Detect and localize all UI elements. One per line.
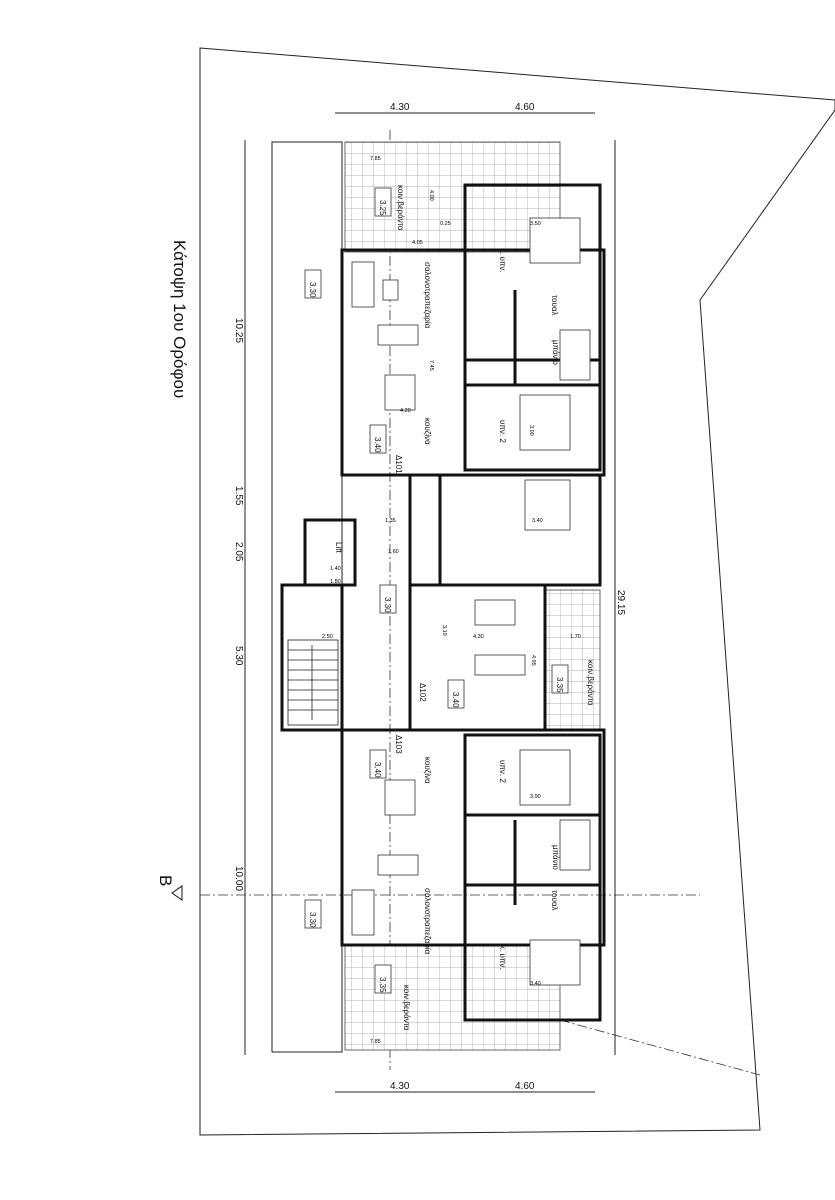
level-markers: 3.25 3.30 3.40 3.30 3.40 3.35 3.40 3.30 … [304, 187, 569, 994]
veranda-lower [344, 944, 561, 1051]
svg-text:7.85: 7.85 [370, 1039, 381, 1045]
label-upper-bathroom: μπάνιο [551, 340, 560, 365]
svg-text:1.60: 1.60 [388, 549, 399, 555]
label-lower-veranda: κοιν.βεράντα [402, 985, 411, 1031]
room-labels: κοιν.βεράντα σαλονοτραπεζαρία κ. υπν. το… [334, 185, 595, 1031]
svg-text:7.85: 7.85 [370, 156, 381, 162]
svg-text:4.20: 4.20 [400, 408, 411, 414]
walls [280, 183, 606, 1022]
dim-left-4: 5.30 [233, 646, 244, 666]
svg-text:3.30: 3.30 [308, 912, 317, 928]
label-lower-living: σαλονοτραπεζαρία [423, 888, 432, 955]
label-upper-wc: τουαλ [550, 295, 559, 316]
svg-text:3.30: 3.30 [383, 597, 392, 613]
level-marker: 3.25 [374, 187, 392, 217]
level-marker: 3.30 [304, 269, 322, 299]
svg-text:2.50: 2.50 [322, 634, 333, 640]
label-lower-wc: τουαλ [550, 890, 559, 911]
dim-right-total: 29.15 [615, 590, 626, 615]
dim-left-1: 10.25 [233, 318, 244, 343]
dim-bottom-2: 4.60 [515, 1081, 535, 1092]
veranda-middle [544, 589, 601, 731]
svg-text:3.00: 3.00 [528, 425, 534, 436]
label-upper-master-bedroom: κ. υπν. [498, 248, 507, 273]
plot-boundary [199, 47, 835, 1136]
inner-dimensions: 7.85 4.00 4.05 0.25 3.50 7.45 4.20 3.00 … [322, 156, 581, 1045]
svg-text:3.10: 3.10 [441, 625, 447, 636]
label-upper-kitchen: κουζίνα [423, 418, 432, 445]
dim-left-3: 2.05 [233, 542, 244, 562]
level-marker: 3.35 [374, 964, 392, 994]
level-marker: 3.30 [379, 584, 397, 614]
label-upper-living: σαλονοτραπεζαρία [423, 262, 432, 329]
svg-text:1.40: 1.40 [330, 566, 341, 572]
svg-text:0.25: 0.25 [440, 221, 451, 227]
dim-top-2: 4.60 [515, 102, 535, 113]
staircase [287, 639, 339, 726]
level-marker: 3.40 [369, 749, 387, 779]
label-door-d103: Δ103 [394, 735, 403, 754]
dim-left-2: 1.55 [233, 486, 244, 506]
level-marker: 3.35 [551, 664, 569, 694]
svg-text:3.35: 3.35 [555, 677, 564, 693]
svg-text:4.95: 4.95 [530, 655, 536, 666]
svg-text:3.25: 3.25 [378, 200, 387, 216]
svg-text:3.30: 3.30 [308, 282, 317, 298]
boundary-line [559, 1019, 761, 1076]
label-lift: Lift [334, 542, 343, 553]
svg-text:3.40: 3.40 [530, 981, 541, 987]
plan-title: Κάτοψη 1ου Ορόφου [170, 240, 189, 398]
label-lower-master-bedroom: κ. υπν. [498, 945, 507, 970]
svg-text:3.90: 3.90 [530, 794, 541, 800]
dimension-lines [244, 112, 616, 1093]
svg-text:3.40: 3.40 [373, 762, 382, 778]
label-door-d102: Δ102 [418, 683, 427, 702]
dim-bottom-1: 4.30 [390, 1081, 410, 1092]
dim-left-5: 10.00 [233, 866, 244, 891]
label-door-d101: Δ101 [394, 455, 403, 474]
label-upper-bedroom2: υπν. 2 [498, 420, 507, 443]
svg-text:3.35: 3.35 [378, 977, 387, 993]
label-upper-veranda: κοιν.βεράντα [396, 185, 405, 231]
svg-text:4.00: 4.00 [428, 190, 434, 201]
label-middle-veranda: κοιν.βεράντα [586, 660, 595, 706]
section-marker: Β [156, 875, 175, 886]
level-marker: 3.40 [447, 679, 465, 709]
svg-text:7.45: 7.45 [428, 360, 434, 371]
veranda-upper [344, 141, 561, 253]
svg-text:1.35: 1.35 [385, 518, 396, 524]
svg-text:4.05: 4.05 [412, 240, 423, 246]
svg-text:3.40: 3.40 [451, 692, 460, 708]
svg-text:3.40: 3.40 [373, 437, 382, 453]
svg-text:1.70: 1.70 [570, 634, 581, 640]
dim-top-1: 4.30 [390, 102, 410, 113]
label-lower-bedroom2: υπν. 2 [498, 760, 507, 783]
level-marker: 3.40 [369, 424, 387, 454]
svg-text:4.30: 4.30 [473, 634, 484, 640]
level-marker: 3.30 [304, 899, 322, 929]
svg-text:3.50: 3.50 [530, 221, 541, 227]
svg-text:1.80: 1.80 [330, 579, 341, 585]
label-lower-bathroom: μπάνιο [551, 845, 560, 870]
label-lower-kitchen: κουζίνα [423, 757, 432, 784]
furniture [351, 217, 591, 986]
section-arrow-icon [171, 885, 183, 901]
svg-text:3.40: 3.40 [532, 518, 543, 524]
